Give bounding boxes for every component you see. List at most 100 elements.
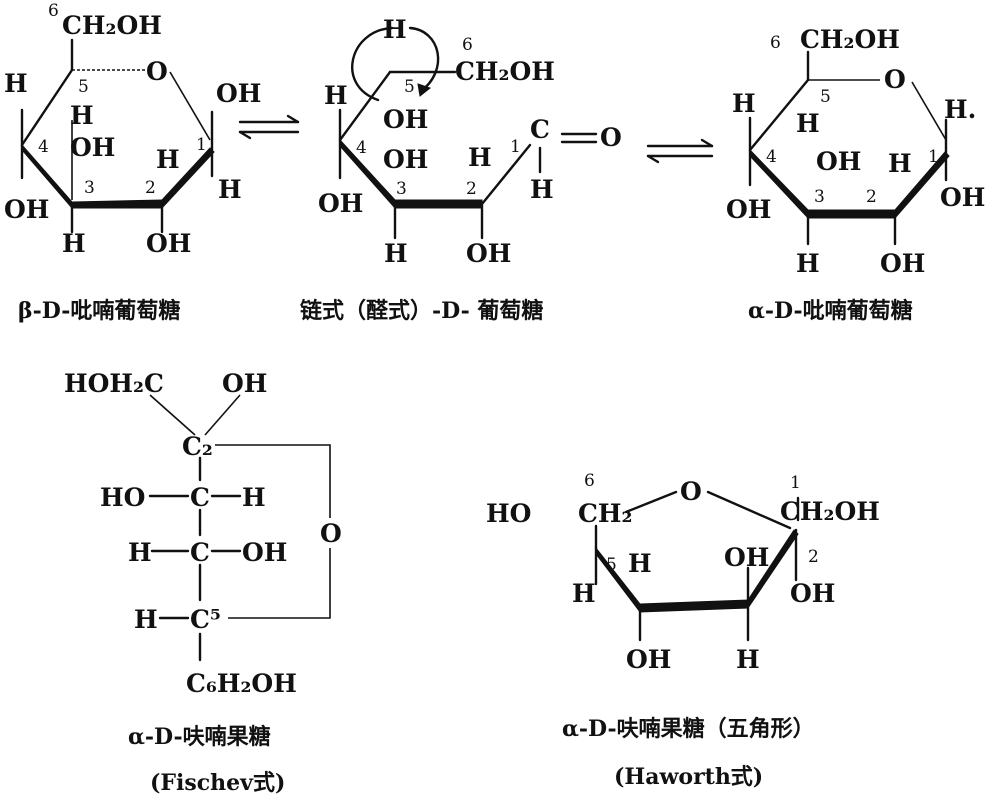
bottom-group: C₆H₂OH — [186, 669, 297, 698]
c3-number: 3 — [396, 179, 407, 199]
bond-o-c1 — [169, 71, 211, 141]
ho-label: HO — [486, 499, 531, 528]
ch2oh-label: CH₂OH — [780, 497, 880, 526]
c5-h: H — [70, 101, 94, 130]
bond-right-c2 — [204, 394, 241, 436]
c2-h: H — [468, 143, 492, 172]
c2-number: 2 — [866, 187, 877, 207]
equilibrium-arrows-2 — [646, 138, 714, 164]
ring-bracket-bottom — [228, 548, 331, 619]
alpha-pyranose-caption: α-D-吡喃葡萄糖 — [748, 298, 913, 324]
c6-number: 6 — [462, 35, 473, 55]
bond-o-c2 — [706, 490, 792, 530]
c6-number: 6 — [584, 471, 595, 491]
bond-c5-c4 — [20, 68, 74, 147]
haworth-caption: α-D-呋喃果糖（五角形） — [562, 716, 815, 742]
c2-atom: C₂ — [182, 432, 213, 461]
row3-left: H — [134, 605, 158, 634]
c5-number: 5 — [78, 77, 89, 97]
c2-oh: OH — [790, 579, 835, 608]
row2-right: OH — [242, 538, 287, 567]
ch2oh-label: CH₂OH — [62, 11, 162, 40]
c4-h: H — [324, 81, 348, 110]
row1-carbon: C — [190, 483, 210, 512]
c3-oh: OH — [816, 147, 861, 176]
c3-h-down: H — [796, 249, 820, 278]
carbonyl-oxygen: O — [600, 123, 622, 152]
c6-number: 6 — [48, 1, 59, 21]
c6-number: 6 — [770, 33, 781, 53]
c2-h: H — [888, 149, 912, 178]
h-top: H — [383, 15, 407, 44]
c2-number: 2 — [145, 178, 156, 198]
beta-pyranose-caption: β-D-吡喃葡萄糖 — [18, 298, 180, 324]
ring-oxygen: O — [320, 519, 342, 548]
row1-right: H — [242, 483, 266, 512]
ring-oxygen: O — [680, 477, 702, 506]
bond-o-c1 — [911, 81, 947, 141]
c1-number: 1 — [928, 147, 939, 167]
bond-c4-c3-wedge — [639, 599, 749, 613]
alpha-pyranose: 6 CH₂OH O 5 H H 4 OH H 1 H. OH OH 3 2 H … — [726, 25, 985, 324]
top-left-group: HOH₂C — [64, 369, 164, 398]
c4-oh-left: OH — [318, 189, 363, 218]
equilibrium-arrows-1 — [238, 114, 300, 140]
row3-carbon: C⁵ — [190, 605, 221, 634]
c3-h-down: H — [62, 229, 86, 258]
row1-left: HO — [100, 483, 145, 512]
c1-h: H. — [944, 95, 976, 124]
c3-h-down: H — [384, 239, 408, 268]
bond-c5-o — [624, 490, 678, 514]
c5-h: H — [796, 109, 820, 138]
open-chain-glucose: H 6 CH₂OH 5 OH H 4 OH H 1 C O H OH 3 2 H… — [300, 15, 622, 324]
c5-number: 5 — [404, 77, 415, 97]
c1-carbon: C — [530, 115, 550, 144]
c4-number: 4 — [766, 147, 777, 167]
bond-c2-c1 — [480, 143, 532, 206]
c4-h-left: H — [572, 579, 596, 608]
c4-number: 4 — [38, 137, 49, 157]
c1-oh: OH — [940, 183, 985, 212]
c3-oh: OH — [383, 145, 428, 174]
c1-h: H — [530, 175, 554, 204]
ring-oxygen: O — [146, 57, 168, 86]
c3-oh-up: OH — [724, 543, 769, 572]
c1-number: 1 — [196, 135, 207, 155]
c2-number: 2 — [466, 179, 477, 199]
c4-oh-left: OH — [4, 195, 49, 224]
open-chain-caption: 链式（醛式）-D- 葡萄糖 — [300, 298, 543, 324]
c2-h: H — [156, 145, 180, 174]
c2-oh-down: OH — [146, 229, 191, 258]
haworth-subcaption: (Haworth式) — [614, 764, 763, 790]
ch2-label: CH₂ — [578, 499, 632, 528]
c2-number: 2 — [808, 547, 819, 567]
c3-number: 3 — [84, 178, 95, 198]
fischer-subcaption: (Fischev式) — [150, 770, 285, 796]
row2-left: H — [128, 538, 152, 567]
haworth-fructose: HO 6 CH₂ O 1 CH₂OH 5 H H OH 2 OH OH H α-… — [486, 471, 880, 790]
ch2oh-label: CH₂OH — [800, 25, 900, 54]
c1-oh-up: OH — [216, 79, 261, 108]
bond-c5-c4 — [748, 78, 810, 152]
c1-h-down: H — [218, 175, 242, 204]
bond-c3-c2-wedge — [394, 199, 483, 209]
c5-h: H — [628, 549, 652, 578]
fischer-fructose: HOH₂C OH C₂ HO C H H C OH H C⁵ O C₆H₂OH … — [64, 369, 342, 796]
c3-number: 3 — [814, 187, 825, 207]
curved-arrow-right — [408, 26, 440, 94]
curved-arrow-left — [351, 26, 394, 102]
bond-c3-c2-wedge — [71, 199, 163, 209]
row2-carbon: C — [190, 538, 210, 567]
ch2oh-label: CH₂OH — [455, 57, 555, 86]
bond-c5-c4 — [338, 70, 392, 142]
c3-h-down: H — [736, 645, 760, 674]
c5-number: 5 — [820, 87, 831, 107]
ring-bracket-top — [215, 444, 331, 518]
bond-c3-c2-wedge — [807, 209, 896, 219]
c4-h: H — [732, 89, 756, 118]
c1-number: 1 — [510, 137, 521, 157]
c4-h: H — [4, 69, 28, 98]
c1-number: 1 — [790, 473, 801, 493]
